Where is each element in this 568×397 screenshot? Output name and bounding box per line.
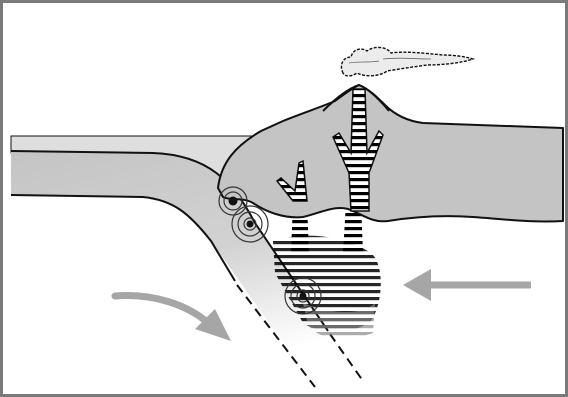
overriding-continental-plate xyxy=(218,85,563,222)
convergence-motion-arrow xyxy=(403,269,531,301)
subduction-motion-arrow xyxy=(115,296,231,341)
subduction-zone-diagram xyxy=(3,3,568,397)
eruption-plume xyxy=(341,47,473,76)
